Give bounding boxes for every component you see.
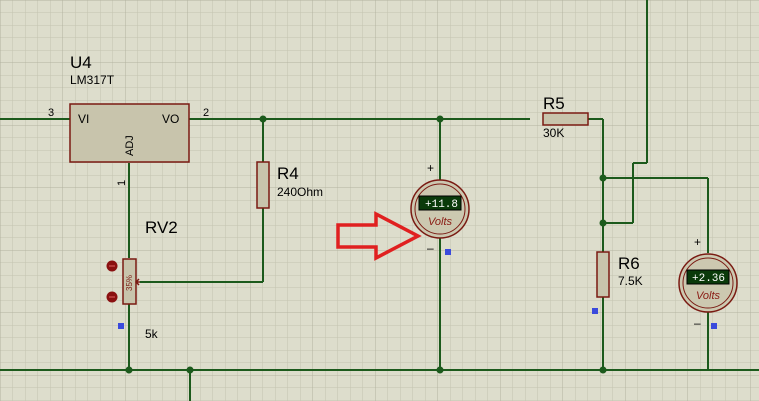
- u4-regulator[interactable]: U4 LM317T VI VO ADJ 3 2 1: [48, 53, 209, 186]
- rv2-wiper-arrow-icon: [134, 278, 140, 286]
- voltmeter-2-display: [686, 269, 730, 285]
- u4-pin1-number: 1: [116, 180, 128, 186]
- u4-pin2-number: 2: [203, 107, 209, 119]
- rv2-value-label: 5k: [145, 327, 159, 341]
- r4-value-label: 240Ohm: [277, 185, 323, 199]
- rv2-adjust-buttons[interactable]: [106, 260, 118, 303]
- u4-part-label: LM317T: [70, 73, 115, 87]
- r6-body: [596, 251, 610, 298]
- u4-ref-label: U4: [70, 53, 92, 72]
- voltmeter-1-unit: Volts: [428, 216, 453, 228]
- voltmeter-1-reading: +11.8: [425, 199, 458, 211]
- voltmeter-2-pin-marker: [711, 323, 717, 329]
- voltmeter-1-minus: –: [427, 241, 434, 255]
- r6-resistor[interactable]: R6 7.5K: [592, 251, 643, 314]
- r5-resistor[interactable]: R5 30K: [542, 94, 589, 140]
- r5-ref-label: R5: [543, 94, 565, 113]
- voltmeter-2-unit: Volts: [696, 290, 721, 302]
- rv2-wiper-percent: 35%: [125, 275, 134, 291]
- r6-value-label: 7.5K: [618, 274, 643, 288]
- r5-body: [542, 112, 589, 126]
- u4-pin-vo-label: VO: [162, 112, 179, 126]
- junction-dots: [125, 115, 607, 374]
- voltmeter-2-plus: +: [694, 235, 701, 249]
- r5-value-label: 30K: [543, 126, 564, 140]
- r4-body: [256, 161, 270, 209]
- rv2-ref-label: RV2: [145, 218, 178, 237]
- red-arrow-icon: [336, 211, 422, 261]
- u4-pin-adj-label: ADJ: [124, 135, 136, 156]
- r4-resistor[interactable]: R4 240Ohm: [256, 161, 323, 209]
- r4-ref-label: R4: [277, 164, 299, 183]
- u4-pin-vi-label: VI: [78, 112, 89, 126]
- rv2-pin-marker: [118, 323, 124, 329]
- voltmeter-1-pin-marker: [445, 249, 451, 255]
- voltmeter-2-reading: +2.36: [692, 273, 725, 285]
- r6-ref-label: R6: [618, 254, 640, 273]
- voltmeter-2-minus: –: [694, 316, 701, 330]
- r6-pin-marker: [592, 308, 598, 314]
- voltmeter-1-display: [418, 195, 462, 211]
- voltmeter-2[interactable]: +2.36 Volts + –: [678, 235, 738, 330]
- voltmeter-1[interactable]: +11.8 Volts + –: [410, 161, 470, 255]
- rv2-potentiometer[interactable]: RV2 35% 5k: [106, 218, 178, 341]
- u4-pin3-number: 3: [48, 107, 54, 119]
- voltmeter-1-plus: +: [427, 161, 434, 175]
- u4-body: [69, 103, 190, 163]
